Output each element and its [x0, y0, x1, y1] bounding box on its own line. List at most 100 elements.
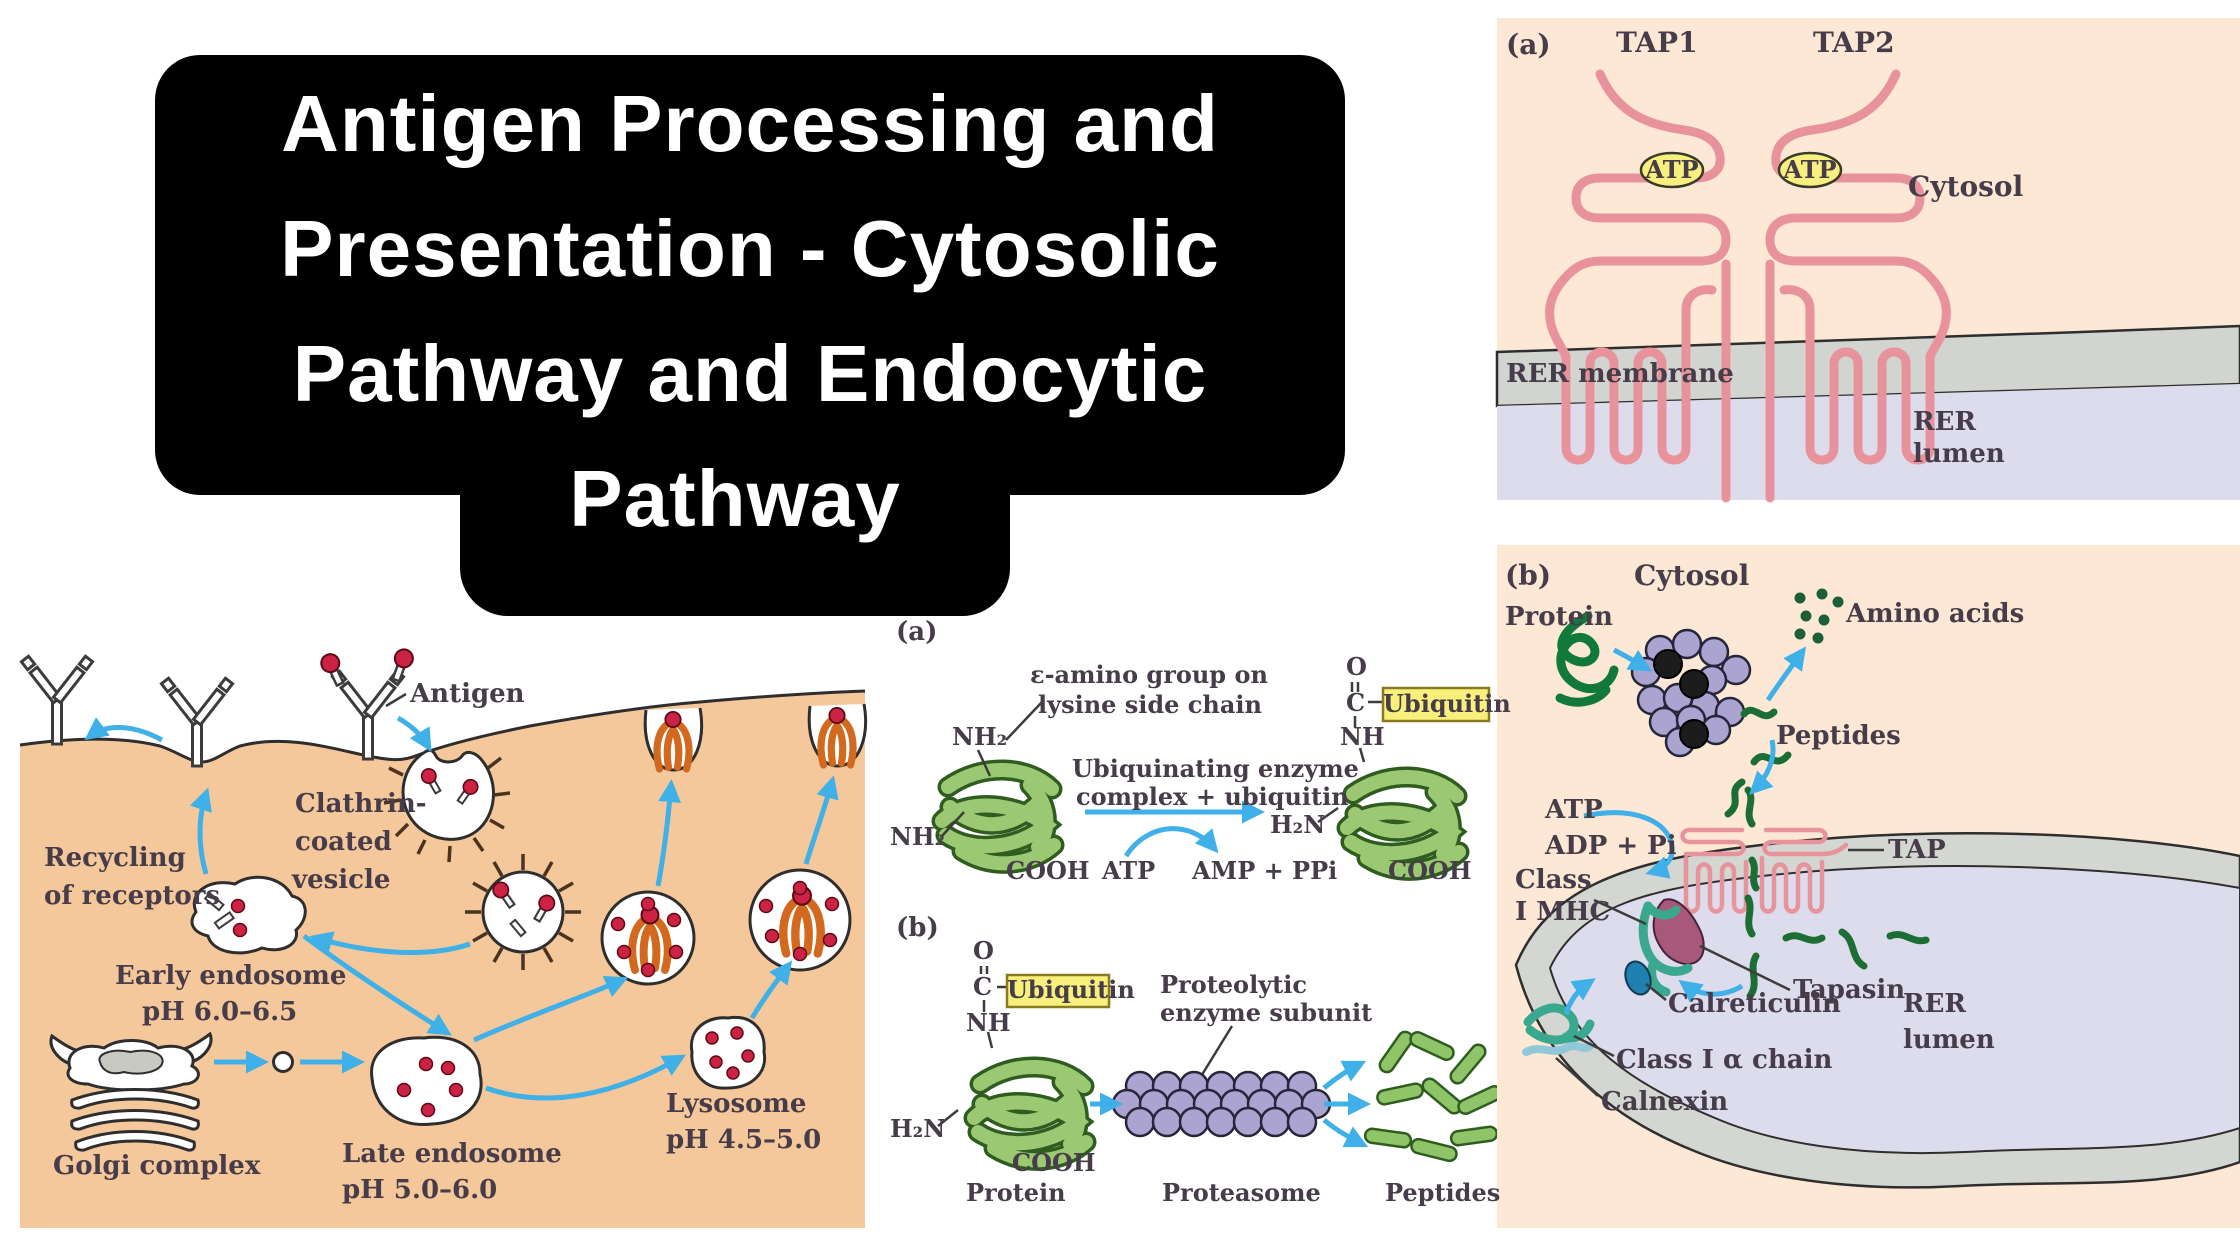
- proteolytic-label-2: enzyme subunit: [1160, 998, 1373, 1027]
- atp-label-rxn: ATP: [1102, 856, 1156, 885]
- ubiquitin-box-a: [1381, 686, 1491, 723]
- o-label-a: O: [1346, 652, 1367, 681]
- adp-pi-label: ADP + Pi: [1545, 831, 1677, 861]
- clathrin-spikes-vesicle: [465, 854, 581, 970]
- calreticulin-molecule: [1624, 960, 1652, 996]
- class1-mhc-label-1: Class: [1515, 865, 1592, 895]
- reaction-arrows-b: [1090, 1060, 1371, 1148]
- rer-lumen-b-label-1: RER: [1903, 989, 1967, 1019]
- amino-acids-label: Amino acids: [1846, 599, 2025, 629]
- late-endosome: [370, 1035, 483, 1126]
- calreticulin-label: Calreticulin: [1668, 989, 1841, 1019]
- antigen-label: Antigen: [410, 679, 525, 709]
- golgi-label: Golgi complex: [53, 1151, 261, 1181]
- protein-squiggle: [1555, 611, 1619, 707]
- peptide-rods: [1362, 1027, 1506, 1164]
- alpha-chain-molecule: [1523, 1003, 1595, 1045]
- nh2-left-label: NH₂: [890, 822, 946, 851]
- amino-acid-dots: [1794, 588, 1844, 644]
- atp-label-2: ATP: [1783, 155, 1837, 184]
- proteasome-barrel: [1111, 1070, 1332, 1138]
- reaction-arrows-a: [1085, 800, 1265, 858]
- title-line-1: Antigen Processing and: [281, 79, 1219, 168]
- atp-oval-1: [1639, 151, 1705, 189]
- antigen-dots-lyso: [705, 1026, 755, 1080]
- recycling-label-1: Recycling: [44, 843, 186, 873]
- late-endosome-label-2: pH 5.0–6.0: [342, 1175, 498, 1205]
- protein-label: Protein: [1505, 602, 1613, 632]
- pathway-arrows: [84, 715, 839, 1101]
- h2n-label-a: H₂N: [1270, 810, 1326, 839]
- atp-label-1: ATP: [1645, 155, 1699, 184]
- clathrin-label-1: Clathrin-: [295, 789, 427, 819]
- calnexin-molecule: [1522, 1042, 1594, 1056]
- early-endosome: [190, 875, 307, 955]
- bond-lines-b: [937, 966, 1234, 1127]
- clathrin-label-2: coated: [295, 827, 392, 857]
- eps-amino-label-1: ε-amino group on: [1030, 660, 1268, 689]
- ubiquitin-label-b: Ubiquitin: [1007, 975, 1135, 1004]
- cytosol-label-b: Cytosol: [1634, 559, 1750, 592]
- cooh-label-a: COOH: [1006, 856, 1090, 885]
- ubq-tag-b: (b): [896, 913, 939, 943]
- c-label-a: C: [1346, 688, 1366, 717]
- atp-oval-2: [1777, 151, 1843, 189]
- golgi-complex: [49, 1031, 213, 1152]
- ubq-tag-a: (a): [896, 617, 938, 647]
- rer-lumen-b-label-2: lumen: [1903, 1025, 1995, 1055]
- tapasin-label: Tapasin: [1793, 975, 1906, 1005]
- antigen-dots-late: [396, 1056, 464, 1118]
- cytosol-label-a: Cytosol: [1908, 170, 2024, 203]
- eps-amino-label-2: lysine side chain: [1038, 690, 1262, 719]
- antigen-dots-1: [610, 896, 684, 978]
- clathrin-spikes-pit: [383, 756, 511, 863]
- atp-label-b: ATP: [1545, 795, 1603, 825]
- tap-transporter: [1680, 827, 1849, 914]
- panel-a-tag: (a): [1506, 28, 1551, 61]
- alpha-chain-label: Class I α chain: [1616, 1045, 1833, 1075]
- title-box-tab: [460, 400, 1010, 616]
- nh-label-b: NH: [966, 1008, 1011, 1037]
- antigen-dots-2: [758, 880, 840, 962]
- class1-mhc-label-2: I MHC: [1515, 897, 1611, 927]
- tap-label: TAP: [1888, 835, 1946, 865]
- rer-lumen-label-2: lumen: [1913, 439, 2005, 469]
- recycling-label-2: of receptors: [44, 881, 221, 911]
- reaction-label-1: Ubiquinating enzyme: [1072, 754, 1359, 783]
- tap2-label: TAP2: [1813, 26, 1895, 59]
- c-label-b: C: [973, 972, 993, 1001]
- amp-ppi-label: AMP + PPi: [1192, 856, 1338, 885]
- cooh-label-a2: COOH: [1388, 856, 1472, 885]
- reaction-label-2: complex + ubiquitin: [1076, 782, 1349, 811]
- ubiquitin-box-b: [1005, 973, 1111, 1009]
- panel-b-tag: (b): [1505, 559, 1552, 592]
- late-endosome-label-1: Late endosome: [342, 1139, 562, 1169]
- lysosome-label-2: pH 4.5–5.0: [666, 1125, 822, 1155]
- mhc-panel-art: [1497, 545, 2240, 1228]
- o-label-b: O: [973, 936, 994, 965]
- bond-lines-a: [941, 682, 1382, 837]
- nh-label-a: NH: [1340, 722, 1385, 751]
- title-line-4: Pathway: [569, 454, 901, 543]
- tap1-tap2-molecules: [1545, 69, 1951, 503]
- ubiquitin-panel-art: [937, 682, 1506, 1164]
- proteolytic-label-1: Proteolytic: [1160, 970, 1307, 999]
- nh2-top-label: NH₂: [952, 722, 1008, 751]
- peptides-caption: Peptides: [1385, 1178, 1501, 1207]
- mhc-panel-pointers: [1555, 848, 1884, 1097]
- early-endosome-label-2: pH 6.0–6.5: [142, 997, 298, 1027]
- h2n-label-b: H₂N: [890, 1114, 946, 1143]
- protein-caption-b: Protein: [966, 1178, 1066, 1207]
- tap1-label: TAP1: [1616, 26, 1698, 59]
- title-line-2: Presentation - Cytosolic: [280, 204, 1220, 293]
- antigen-pointer: [385, 692, 407, 708]
- tap-panel-art: [1495, 18, 2240, 503]
- ubiquitin-label-a: Ubiquitin: [1383, 689, 1511, 718]
- transport-vesicle: [272, 1051, 294, 1073]
- title-line-3: Pathway and Endocytic: [292, 329, 1208, 418]
- endocytic-panel-art: [19, 645, 868, 1228]
- proteasome-active-subunits: [1653, 649, 1709, 749]
- class1-mhc-molecule: [1638, 901, 1693, 997]
